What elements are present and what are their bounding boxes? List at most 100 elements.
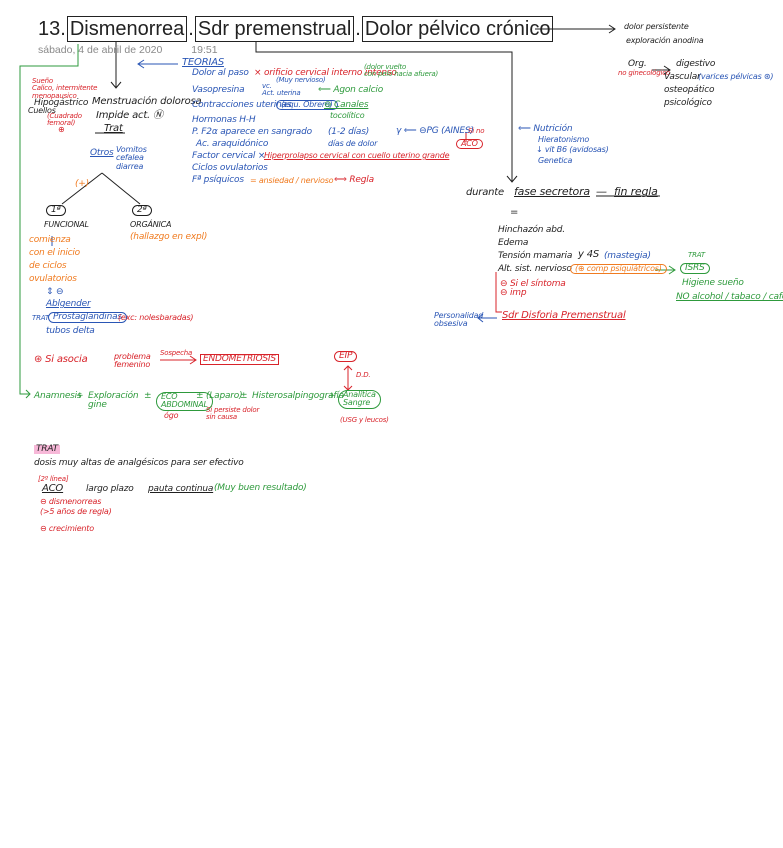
theory-2b: vc. Act. uterina xyxy=(262,82,301,98)
theory-5b: (1-2 días) xyxy=(328,127,370,137)
trat-muy-buen: (Muy buen resultado) xyxy=(214,483,307,493)
note-anamnesis: Anamnesis xyxy=(34,391,82,401)
theory-6: Factor cervical × xyxy=(192,151,266,161)
trat-label2: [2º línea] xyxy=(38,475,69,483)
theory-1b: × orificio cervical interno intenso xyxy=(254,68,397,78)
note-exc: (exc: nolesbaradas) xyxy=(118,313,194,322)
note-otros: Otros xyxy=(90,148,114,158)
trat-contra2: (>5 años de regla) xyxy=(40,507,112,516)
note-vascular: Vascular xyxy=(664,72,701,82)
page-meta: sábado, 4 de abril de 2020 19:51 xyxy=(38,44,218,56)
note-personalidad: Personalidad obsesiva xyxy=(434,311,484,329)
theory-1c: (Muy nervioso) xyxy=(276,76,326,84)
note-hinchazon: Hinchazón abd. xyxy=(498,225,565,235)
note-vomitos: Vomitos cefalea diarrea xyxy=(116,145,147,171)
note-digestivo: digestivo xyxy=(676,59,716,69)
note-si-persiste: Si persiste dolor sin causa xyxy=(206,406,260,422)
trat-largo: largo plazo xyxy=(86,484,134,494)
trat-dosis: dosis muy altas de analgésicos para ser … xyxy=(34,458,244,468)
arrow-sdr-right xyxy=(255,42,513,182)
theory-3c: ⊖ Canales xyxy=(324,100,369,110)
theory-5e: γ ⟸ ⊖PG (AINES) xyxy=(396,126,474,136)
theory-8: Fª psíquicos xyxy=(192,175,244,185)
note-isrs: ISRS xyxy=(680,263,710,275)
theory-3: Contracciones uterinas xyxy=(192,100,292,110)
note-genetica: Genetica xyxy=(538,156,573,165)
theory-5c: Ac. araquidónico xyxy=(196,139,269,149)
note-comp-psiq: (⊕ comp psiquiátricos) xyxy=(570,264,667,275)
title-dismenorrea: Dismenorrea xyxy=(66,16,188,42)
note-plus-small: ⊕ xyxy=(58,125,65,134)
note-plus1: + xyxy=(76,391,84,401)
note-sdr-disforia: Sdr Disforia Premenstrual xyxy=(502,310,626,321)
note-vitb6: ↓ vit B6 (avidosas) xyxy=(536,145,609,154)
page-date: sábado, 4 de abril de 2020 xyxy=(38,44,163,56)
note-alt-sist: Alt. sist. nervioso xyxy=(498,264,572,274)
note-red-side: Sueño Calico, intermitente menopausico xyxy=(32,77,98,100)
note-funcional: FUNCIONAL xyxy=(44,220,89,229)
theory-5f: Si no xyxy=(468,127,485,135)
trat-pauta: pauta continua xyxy=(148,484,214,494)
note-histero: Histerosalpingografía xyxy=(252,391,344,401)
note-tubos: tubos delta xyxy=(46,326,95,336)
note-plus5: + xyxy=(328,391,336,401)
trat-aco: ACO xyxy=(42,483,64,494)
note-endometriosis: ENDOMETRIOSIS xyxy=(200,354,279,366)
note-arrow-updown: ⇕ ⊖ xyxy=(46,287,64,297)
theory-5: P. F2α aparece en sangrado xyxy=(192,127,312,137)
note-plus2: ± xyxy=(144,391,152,401)
note-nutricion: ⟸ Nutrición xyxy=(518,124,573,134)
note-cuadrado: (Cuadrado femoral) xyxy=(47,112,82,128)
trat-label: TRAT xyxy=(34,444,60,455)
note-plus4: ± xyxy=(240,391,248,401)
note-menstruacion: Menstruación dolorosa xyxy=(92,96,202,107)
note-analitica: Analítica Sangre xyxy=(338,390,381,409)
tree-branch-right xyxy=(101,172,141,205)
note-plus-orange: (+) xyxy=(75,179,89,189)
theory-1: Dolor al paso xyxy=(192,68,249,78)
note-dash: — xyxy=(596,185,607,198)
theory-4: Hormonas H-H xyxy=(192,115,256,125)
title-separator: . xyxy=(188,17,194,40)
theory-5g: ACO xyxy=(456,139,483,150)
note-cuellos: Cuellos xyxy=(28,106,56,115)
title-sdr-premenstrual: Sdr premenstrual xyxy=(194,16,355,42)
note-no-alcohol: NO alcohol / tabaco / café xyxy=(676,292,783,302)
note-mastegia: (mastegia) xyxy=(604,251,651,261)
note-higiene: Higiene sueño xyxy=(682,278,744,288)
note-dolor-persistente: dolor persistente xyxy=(624,22,689,31)
note-trat-right: TRAT xyxy=(688,251,705,259)
theory-3b: (equ. Obrero) xyxy=(276,100,338,111)
trat-contra1: ⊖ dismenorreas xyxy=(40,497,102,506)
note-eco-sub: ógo xyxy=(164,411,179,420)
note-hieratonismo: Hieratonismo xyxy=(538,135,590,144)
note-ys: y 4S xyxy=(578,249,600,260)
page-title: 13. Dismenorrea . Sdr premenstrual . Dol… xyxy=(38,14,554,44)
note-org: Org. xyxy=(628,59,647,69)
title-number: 13. xyxy=(38,17,66,40)
theory-2: Vasopresina xyxy=(192,85,245,95)
theories-title: TEORIAS xyxy=(182,57,224,68)
note-organica: ORGÁNICA xyxy=(130,220,172,229)
note-comienza: comienza con el inicio de ciclos ovulato… xyxy=(29,235,80,285)
note-fase-secretora: fase secretora xyxy=(514,185,590,198)
theory-7: Ciclos ovulatorios xyxy=(192,163,268,173)
note-eco: ECO ABDOMINAL xyxy=(156,392,213,411)
note-organica-hallazgo: (hallazgo en expl) xyxy=(130,232,208,242)
tree-branch-left xyxy=(61,172,103,205)
note-no-ginecologico: no ginecológico xyxy=(618,69,670,77)
note-trat-label: TRAT xyxy=(32,314,49,322)
note-si-sintoma: ⊖ Si el síntoma ⊖ imp xyxy=(500,279,566,299)
note-equals: = xyxy=(510,207,519,218)
note-exploracion: Exploración gine xyxy=(88,391,139,411)
note-durante: durante xyxy=(466,187,504,198)
note-prostaglandinas: Prostaglandinas xyxy=(48,312,127,324)
theory-6b: Hiperprolapso cervical con cuello uterin… xyxy=(264,151,450,160)
note-problema: problema femenino xyxy=(114,352,151,370)
note-varices: (varices pélvicas ⊛) xyxy=(698,72,774,81)
note-si-asocia: ⊛ Si asocia xyxy=(34,354,88,365)
note-primaria-num: 1ª xyxy=(46,205,66,217)
note-exploracion-anodina: exploración anodina xyxy=(626,36,704,45)
